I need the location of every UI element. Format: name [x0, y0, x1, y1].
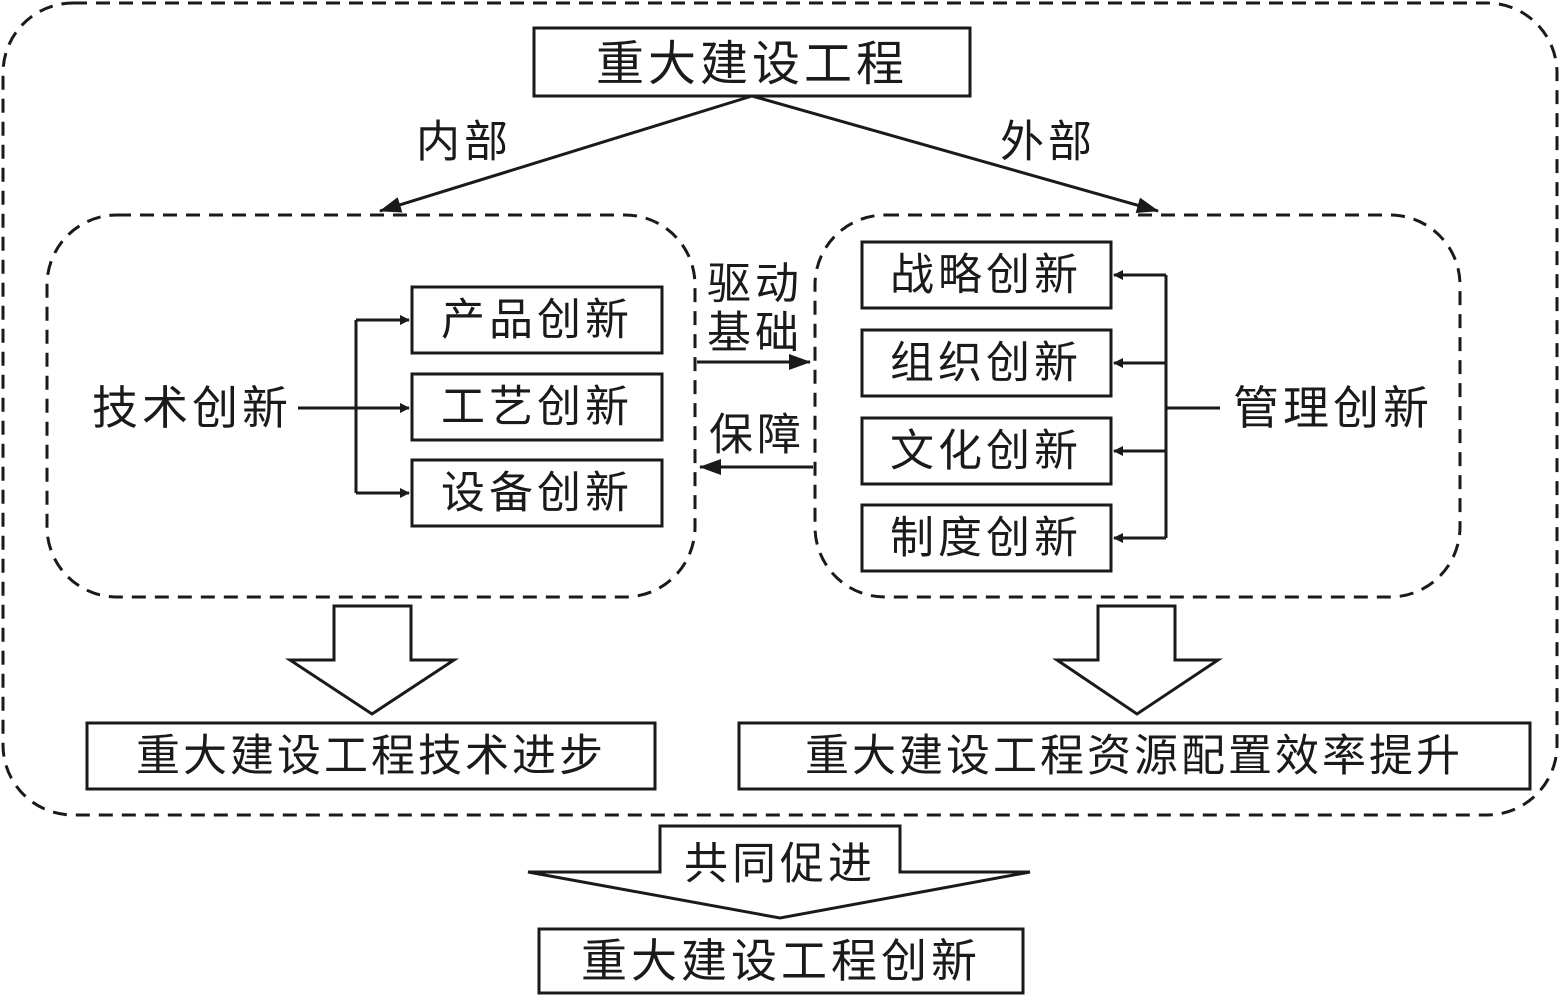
joint-hollow-arrow [527, 824, 1031, 920]
external-arrow [751, 94, 1159, 213]
internal-arrow [379, 94, 753, 213]
tech-item-process: 工艺创新 [441, 382, 633, 433]
tech-outcome-label: 重大建设工程技术进步 [136, 731, 606, 782]
mgmt-item-box-culture [860, 416, 1113, 486]
mgmt-group-frame [813, 213, 1462, 599]
tech-item-equipment: 设备创新 [441, 468, 633, 519]
internal-label: 内部 [416, 117, 512, 168]
tech-item-box-product [410, 285, 664, 355]
mgmt-item-box-organization [860, 328, 1113, 398]
tech-down-hollow-arrow [284, 604, 460, 716]
mgmt-item-culture: 文化创新 [890, 426, 1082, 477]
final-box [537, 927, 1025, 995]
mgmt-outcome-box [737, 721, 1532, 791]
tech-outcome-box [85, 721, 657, 791]
mgmt-item-box-strategy [860, 240, 1113, 310]
mgmt-item-strategy: 战略创新 [890, 250, 1082, 301]
tech-item-product: 产品创新 [441, 295, 633, 346]
mgmt-down-hollow-arrow [1052, 604, 1223, 716]
drive-label-line2: 基础 [707, 308, 803, 359]
mgmt-main-label: 管理创新 [1233, 381, 1433, 435]
tech-item-box-equipment [410, 458, 664, 528]
final-label: 重大建设工程创新 [581, 934, 981, 988]
mgmt-item-box-institution [860, 503, 1113, 573]
mgmt-item-institution: 制度创新 [890, 513, 1082, 564]
external-label: 外部 [1000, 117, 1096, 168]
mgmt-outcome-label: 重大建设工程资源配置效率提升 [805, 731, 1463, 782]
joint-label: 共同促进 [684, 839, 876, 890]
tech-item-box-process [410, 372, 664, 442]
outer-dashed-frame [1, 1, 1559, 817]
mgmt-item-organization: 组织创新 [890, 338, 1082, 389]
guarantee-label: 保障 [709, 410, 805, 461]
tech-main-label: 技术创新 [92, 381, 292, 435]
root-label: 重大建设工程 [596, 36, 908, 92]
drive-label-line1: 驱动 [707, 259, 803, 310]
tech-group-frame [45, 213, 697, 599]
